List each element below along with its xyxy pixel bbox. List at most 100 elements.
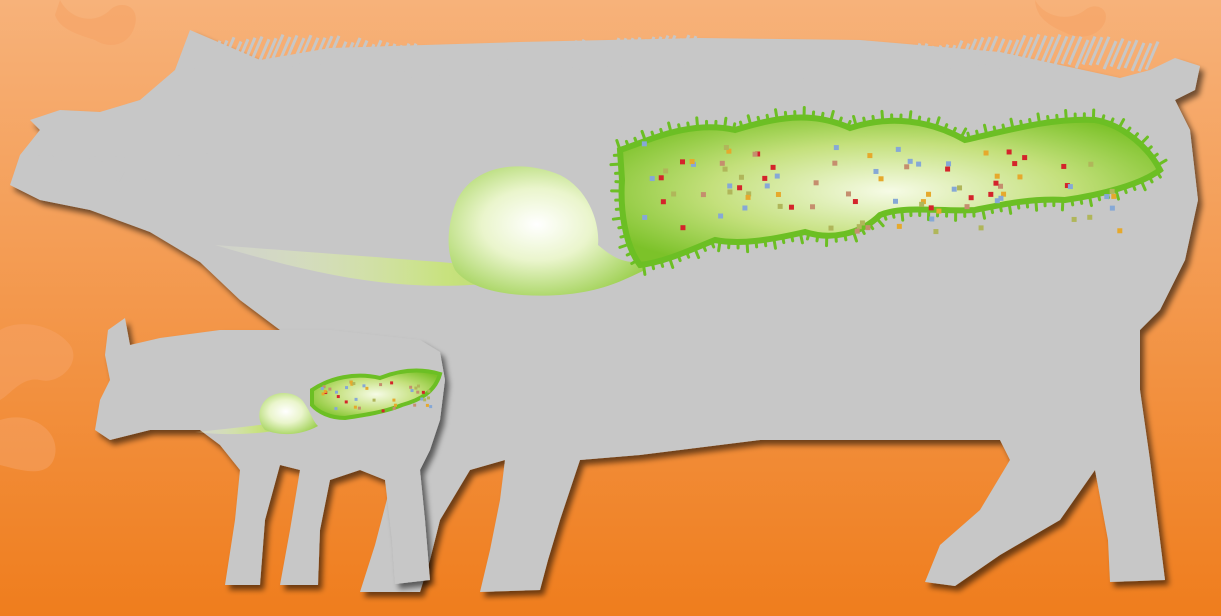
villus — [902, 210, 903, 220]
microbe — [919, 202, 924, 207]
villus — [613, 218, 623, 219]
microbe — [853, 199, 858, 204]
villus — [968, 133, 969, 139]
microbe — [855, 229, 860, 234]
microbe — [969, 195, 974, 200]
microbe — [427, 396, 430, 399]
villus — [873, 116, 874, 122]
villus — [1102, 116, 1104, 122]
microbe — [659, 175, 664, 180]
microbe — [352, 382, 355, 385]
microbe — [720, 161, 725, 166]
microbe — [810, 204, 815, 209]
villus — [845, 234, 846, 240]
villus — [1066, 111, 1067, 121]
microbe — [952, 187, 957, 192]
microbe — [1110, 206, 1115, 211]
villus — [621, 236, 627, 238]
villus — [619, 227, 625, 228]
villus — [994, 127, 995, 133]
villus — [882, 111, 883, 121]
microbe — [354, 406, 357, 409]
microbe — [896, 147, 901, 152]
microbe — [365, 387, 368, 390]
villus — [1089, 196, 1091, 206]
microbe — [337, 395, 340, 398]
villus — [1018, 202, 1019, 208]
villus — [1000, 205, 1001, 211]
villus — [611, 164, 621, 165]
villus — [679, 125, 680, 131]
villus — [864, 118, 865, 124]
microbe — [1007, 149, 1012, 154]
microbe — [778, 204, 783, 209]
microbe — [680, 159, 685, 164]
microbe — [642, 141, 647, 146]
microbe — [857, 224, 862, 229]
microbe — [867, 153, 872, 158]
microbe — [362, 384, 365, 387]
microbe — [897, 224, 902, 229]
villus — [1081, 197, 1082, 203]
microbe — [345, 400, 348, 403]
microbe — [661, 199, 666, 204]
villus — [678, 255, 680, 261]
villus — [747, 242, 748, 252]
villus — [626, 141, 628, 147]
microbe — [988, 192, 993, 197]
microbe — [663, 168, 668, 173]
microbe — [933, 229, 938, 234]
microbe — [727, 189, 732, 194]
microbe — [355, 398, 358, 401]
microbe — [335, 391, 338, 394]
microbe — [771, 165, 776, 170]
microbe — [1111, 194, 1116, 199]
villus — [807, 233, 809, 239]
microbe — [417, 385, 420, 388]
villus — [836, 235, 837, 241]
villus — [1027, 201, 1028, 207]
microbe — [753, 152, 758, 157]
microbe — [416, 391, 419, 394]
microbe — [762, 176, 767, 181]
villus — [652, 263, 653, 269]
microbe — [358, 407, 361, 410]
villus — [776, 110, 778, 120]
microbe — [765, 183, 770, 188]
microbe — [1068, 184, 1073, 189]
microbe — [893, 199, 898, 204]
microbe — [429, 405, 432, 408]
villus — [1009, 203, 1011, 213]
microbe — [846, 191, 851, 196]
villus — [1124, 187, 1126, 193]
microbe — [1017, 174, 1022, 179]
microbe — [998, 184, 1003, 189]
microbe — [723, 167, 728, 172]
microbe — [979, 225, 984, 230]
microbe — [998, 196, 1003, 201]
microbe — [775, 174, 780, 179]
microbe — [908, 159, 913, 164]
microbe — [718, 214, 723, 219]
microbe — [957, 185, 962, 190]
villus — [1072, 199, 1073, 205]
microbe — [865, 225, 870, 230]
microbe — [382, 409, 385, 412]
microbe — [742, 205, 747, 210]
microbe — [724, 145, 729, 150]
villus — [945, 125, 947, 131]
villus — [1048, 117, 1049, 123]
villus — [661, 261, 663, 267]
villus — [719, 241, 720, 251]
microbe — [373, 399, 376, 402]
microbe — [737, 185, 742, 190]
microbe — [345, 386, 348, 389]
microbe — [394, 404, 397, 407]
villus — [1021, 121, 1022, 127]
microbe — [1072, 217, 1077, 222]
microbe — [739, 175, 744, 180]
microbe — [379, 383, 382, 386]
